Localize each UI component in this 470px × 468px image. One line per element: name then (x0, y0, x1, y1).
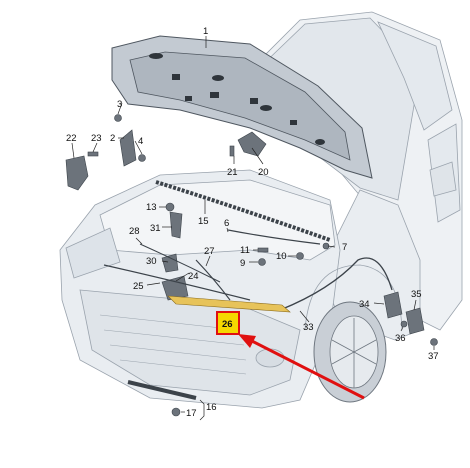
part-9-clip (258, 258, 266, 266)
label-35: 35 (411, 289, 422, 300)
label-4: 4 (138, 136, 143, 147)
label-1: 1 (203, 26, 208, 37)
hood-panel (111, 35, 373, 179)
parts-group (65, 114, 438, 417)
part-11-clip (257, 247, 269, 253)
part-36-screw (400, 320, 408, 328)
label-25: 25 (133, 281, 144, 292)
part-34-bracket (383, 291, 403, 319)
part-37-nut (430, 338, 438, 346)
label-30: 30 (146, 256, 157, 267)
part-24-latch (161, 275, 189, 301)
label-22: 22 (66, 133, 77, 144)
part-33-cable (279, 257, 393, 311)
red-arrow (238, 334, 365, 400)
callout-labels: 1 3 2 4 22 23 21 20 13 15 6 31 28 7 11 9… (66, 26, 439, 419)
part-17-nut (171, 407, 181, 417)
label-20: 20 (258, 167, 269, 178)
part-26-release-lever (167, 295, 291, 313)
label-36: 36 (395, 333, 406, 344)
label-24: 24 (188, 271, 199, 282)
part-2-hinge (119, 129, 137, 167)
part-21-screw (229, 145, 235, 157)
label-15: 15 (198, 216, 209, 227)
label-2: 2 (110, 133, 115, 144)
label-17: 17 (186, 408, 197, 419)
part-30-support (161, 253, 179, 273)
label-6: 6 (224, 218, 229, 229)
label-3: 3 (117, 99, 122, 110)
part-6-cable (227, 229, 321, 245)
label-27: 27 (204, 246, 215, 257)
label-13: 13 (146, 202, 157, 213)
label-21: 21 (227, 167, 238, 178)
label-31: 31 (150, 223, 161, 234)
part-27-cable (195, 259, 231, 301)
part-16-trim (127, 380, 197, 400)
label-28: 28 (129, 226, 140, 237)
label-11: 11 (240, 245, 250, 256)
label-23: 23 (91, 133, 102, 144)
part-4-bolt (138, 154, 146, 162)
part-13-clip (165, 202, 175, 212)
part-15-seal (155, 180, 331, 242)
highlight-box-26[interactable] (216, 311, 240, 335)
part-31-bracket (169, 211, 183, 239)
part-23-bolt (87, 151, 99, 157)
label-34: 34 (359, 299, 370, 310)
part-20-bracket (237, 131, 267, 157)
part-10-grommet (296, 252, 304, 260)
part-35-lock (405, 307, 425, 335)
label-37: 37 (428, 351, 439, 362)
part-25-cable (103, 264, 251, 301)
part-28-cable (139, 243, 221, 283)
part-3-nut (114, 114, 122, 122)
label-10: 10 (276, 251, 287, 262)
label-9: 9 (240, 258, 245, 269)
label-33: 33 (303, 322, 314, 333)
part-22-latch (65, 155, 89, 191)
label-7: 7 (342, 242, 347, 253)
label-26: 26 (222, 319, 233, 330)
leader-lines (71, 36, 435, 421)
label-16: 16 (206, 402, 217, 413)
